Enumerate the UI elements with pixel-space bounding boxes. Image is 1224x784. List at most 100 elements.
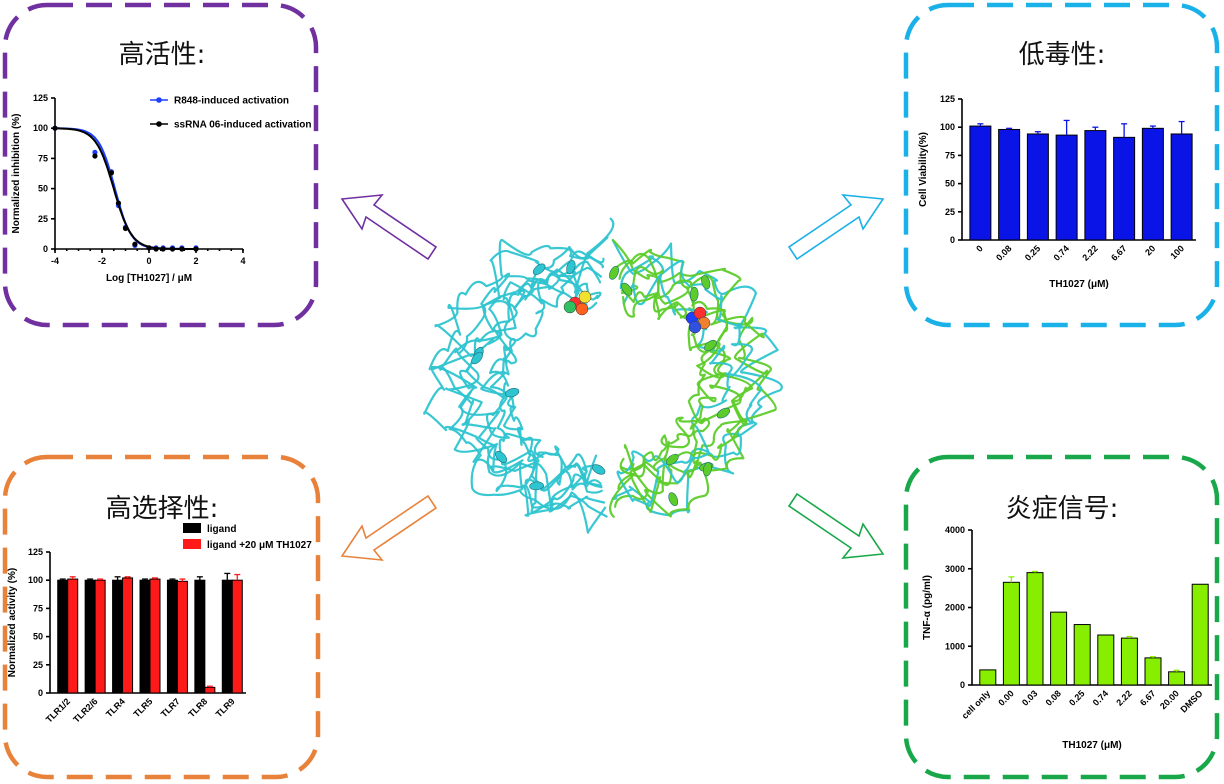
bar [231,579,243,694]
y-tick-label: 2000 [945,603,965,613]
x-tick-label: 20 [1143,243,1157,257]
signal-panel-border [903,454,1220,780]
data-point [132,241,138,247]
y-tick-label: 100 [28,575,43,585]
bar [1026,572,1044,686]
bar [166,579,178,694]
x-tick-label: 0 [146,256,151,266]
x-tick-label: TLR7 [159,696,182,719]
legend-swatch [183,523,201,533]
y-tick-label: 1000 [945,641,965,651]
helix-segment [505,388,520,398]
x-tick-label: TLR2/6 [71,696,99,724]
bar [1168,671,1186,686]
protein-ribbon [622,294,715,472]
bar [1170,133,1193,241]
arrow-to-toxicity-icon [787,194,885,261]
y-tick-label: 3000 [945,564,965,574]
helix-segment [495,450,508,464]
data-point [169,246,176,252]
x-tick-label: 0.03 [1020,688,1039,707]
protein-ribbon [617,252,754,490]
y-axis-label: Cell Viability(%) [918,132,929,207]
x-tick-label: 100 [1168,243,1186,261]
data-point [108,170,114,176]
bar [176,580,188,694]
data-point [160,246,166,252]
data-point [52,125,58,131]
x-tick-label: -2 [98,256,106,266]
x-tick-label: 0.74 [1052,243,1071,262]
protein-ribbon [489,291,599,472]
bar [57,579,69,694]
x-tick-label: 0.74 [1091,688,1110,707]
y-tick-label: 50 [38,184,48,194]
helix-segment [689,286,699,302]
x-tick-label: 0.25 [1023,243,1042,262]
x-tick-label: cell only [960,688,993,721]
bar [194,579,206,694]
helix-segment [716,407,731,419]
bar [84,579,96,694]
helix-segment [532,263,546,276]
x-tick-label: DMSO [1178,688,1204,714]
x-tick-label: 0.08 [1044,688,1063,707]
data-point [92,153,98,159]
central-cavity [572,335,648,445]
bar [1141,127,1164,241]
x-axis-label: Log [TH1027] / μM [106,273,192,284]
x-tick-label: 2 [193,256,198,266]
protein-ribbon [423,217,615,518]
legend-label: ssRNA 06-induced activation [174,120,311,131]
protein-ribbon [620,273,733,484]
helix-segment [566,260,576,275]
data-point [122,225,129,232]
selectivity-panel-title: 高选择性: [105,494,219,524]
selectivity-panel-border [2,454,321,780]
y-axis-label: Normalized inhibition (%) [11,114,22,234]
helix-segment [621,282,633,296]
bar [969,125,992,241]
toxicity-panel-title: 低毒性: [1018,40,1106,70]
y-tick-label: 50 [33,632,43,642]
bar [1002,581,1020,686]
x-tick-label: 0.25 [1067,688,1086,707]
ligand-sphere [688,320,702,334]
activity-panel-border [2,2,319,328]
x-tick-label: TLR1/2 [44,696,72,724]
legend-label: R848-induced activation [174,96,289,107]
bar [1144,657,1162,686]
bar [1050,611,1068,686]
x-tick-label: 0 [974,243,985,254]
y-tick-label: 50 [945,179,955,189]
bar [1113,136,1136,241]
x-tick-label: TLR5 [131,696,154,719]
y-tick-label: 75 [38,153,48,163]
legend-marker [156,97,162,103]
bar [1084,130,1107,241]
data-point [115,200,122,206]
bar [1097,634,1115,686]
data-point [92,149,98,155]
activity-panel-title: 高活性: [118,40,206,70]
y-tick-label: 100 [940,122,955,132]
y-tick-label: 25 [38,214,48,224]
y-tick-label: 100 [33,123,48,133]
bar [1073,624,1091,686]
bar [998,128,1021,241]
bar [221,579,233,694]
x-tick-label: 0.08 [994,243,1013,262]
helix-segment [703,461,712,477]
helix-segment [665,453,679,466]
ligand-sphere [563,300,577,314]
x-axis-label: TH1027 (μM) [1049,279,1108,290]
y-axis-label: TNF-α (pg/ml) [922,575,933,640]
data-point [146,245,152,251]
y-tick-label: 4000 [945,525,965,535]
helix-segment [529,481,544,491]
protein-ribbon [459,260,603,509]
bar [1055,134,1078,241]
